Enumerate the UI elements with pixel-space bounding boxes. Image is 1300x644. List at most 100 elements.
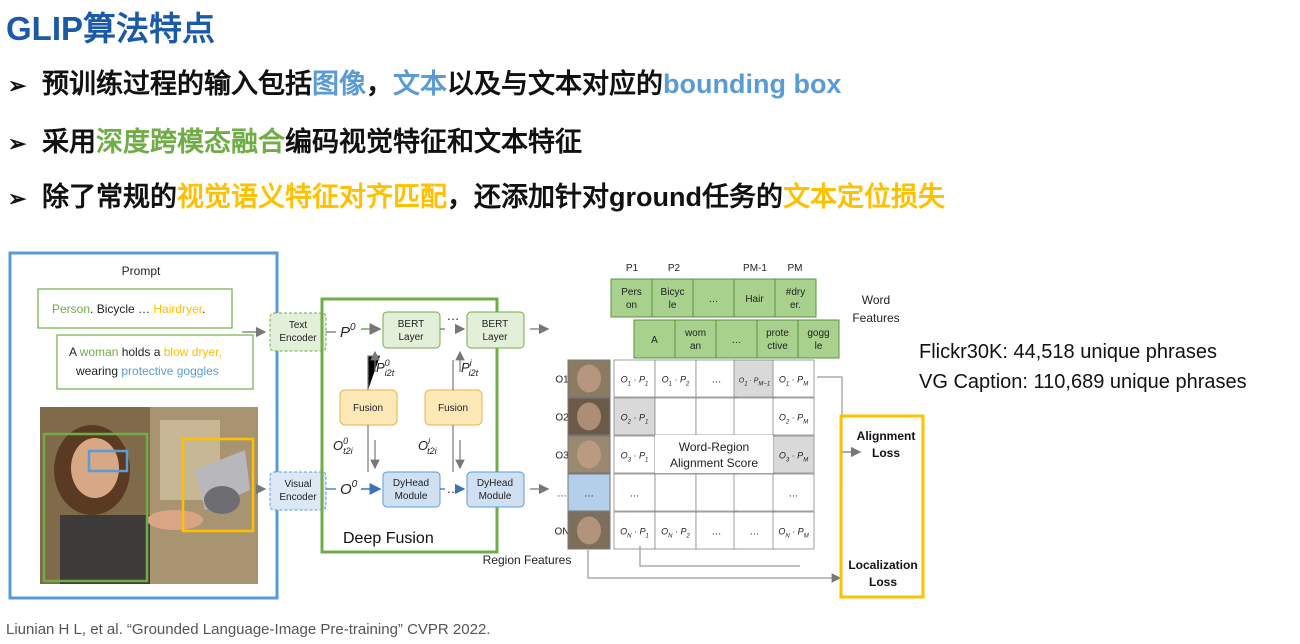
prompt-text-2b: wearing protective goggles bbox=[75, 364, 219, 378]
word-cell-row1-text-2: … bbox=[709, 294, 719, 305]
grid-text-0-3: O1 · PM−1 bbox=[739, 378, 771, 388]
deep-fusion-label: Deep Fusion bbox=[343, 530, 434, 547]
prompt-text-2a: A woman holds a blow dryer, bbox=[69, 345, 222, 359]
grid-cell-0-1 bbox=[654, 359, 697, 398]
svg-text:Module: Module bbox=[479, 491, 512, 502]
region-ellipsis-text: … bbox=[584, 489, 594, 500]
word-cell-row2-4 bbox=[797, 319, 840, 359]
grid-text-0-4: O1 · PM bbox=[779, 375, 808, 388]
svg-text:P1: P1 bbox=[626, 263, 639, 274]
grid-text-1-4: O2 · PM bbox=[779, 413, 808, 426]
grid-cell-1-1 bbox=[654, 397, 697, 436]
word-cell-row2-text-2: … bbox=[732, 335, 742, 346]
grid-cell-1-3 bbox=[733, 397, 776, 436]
word-cell-row1-text-0: Pers bbox=[621, 287, 642, 298]
localization-loss-1: Localization bbox=[848, 558, 917, 572]
svg-text:PM: PM bbox=[788, 263, 803, 274]
svg-text:BERT: BERT bbox=[398, 319, 425, 330]
bullet-3: ➢除了常规的视觉语义特征对齐匹配，还添加针对ground任务的文本定位损失 bbox=[8, 182, 945, 212]
word-cell-row2-text-4: gogg bbox=[807, 328, 829, 339]
region-thumb-shape-0 bbox=[577, 364, 601, 393]
grid-text-4-0: ON · P1 bbox=[620, 527, 649, 540]
bert-layer-1 bbox=[382, 311, 441, 349]
region-label-2: O3 bbox=[555, 451, 569, 462]
word-cell-row2-text-1: wom bbox=[684, 328, 706, 339]
goggles-bbox bbox=[87, 449, 129, 473]
localization-loss-2: Loss bbox=[869, 575, 897, 589]
slide-title: GLIP算法特点 bbox=[6, 10, 216, 47]
grid-cell-0-3 bbox=[733, 359, 776, 398]
word-features-label-1: Word bbox=[862, 293, 890, 307]
visual-encoder-label-1: Visual bbox=[284, 479, 311, 490]
visual-encoder-label-2: Encoder bbox=[279, 492, 317, 503]
alignment-loss-1: Alignment bbox=[857, 429, 916, 443]
grid-cell-3-4 bbox=[772, 473, 815, 512]
bullet-2: ➢采用深度跨模态融合编码视觉特征和文本特征 bbox=[8, 127, 582, 157]
word-features-label-2: Features bbox=[852, 311, 899, 325]
grid-text-1-0: O2 · P1 bbox=[621, 413, 649, 426]
grid-cell-0-0 bbox=[613, 359, 656, 398]
ellipsis-top: … bbox=[447, 308, 460, 323]
svg-text:DyHead: DyHead bbox=[393, 478, 429, 489]
ellipsis-bottom: … bbox=[447, 481, 460, 496]
p0-symbol: P0 bbox=[340, 322, 356, 341]
svg-text:BERT: BERT bbox=[482, 319, 509, 330]
alignment-loss-2: Loss bbox=[872, 446, 900, 460]
grid-cell-1-0 bbox=[613, 397, 656, 436]
grid-text-4-4: ON · PM bbox=[778, 527, 808, 540]
word-cell-row1-text-1: Bicyc bbox=[661, 287, 685, 298]
grid-cell-3-1 bbox=[654, 473, 697, 512]
o0-symbol: O0 bbox=[340, 479, 358, 498]
grid-text-2-0: O3 · P1 bbox=[621, 451, 649, 464]
svg-text:Layer: Layer bbox=[398, 332, 424, 343]
word-cell-row1-0 bbox=[610, 278, 653, 318]
region-label-1: O2 bbox=[555, 413, 569, 424]
text-encoder-box bbox=[269, 312, 327, 352]
grid-ellipsis-3-4: … bbox=[789, 489, 799, 500]
region-thumb-shape-1 bbox=[577, 402, 601, 431]
deep-fusion-frame bbox=[320, 297, 499, 554]
prompt-box-1 bbox=[37, 288, 233, 329]
grid-cell-4-2 bbox=[695, 511, 738, 550]
grid-cell-2-4 bbox=[772, 435, 815, 474]
bullet-1: ➢预训练过程的输入包括图像，文本以及与文本对应的bounding box bbox=[8, 69, 842, 99]
grid-cell-0-4 bbox=[772, 359, 815, 398]
word-cell-row1-4 bbox=[774, 278, 817, 318]
side-note-flickr: Flickr30K: 44,518 unique phrases bbox=[919, 341, 1217, 363]
grid-ellipsis-0-2: … bbox=[712, 375, 722, 386]
arrow-bullet-icon: ➢ bbox=[8, 73, 27, 98]
text-encoder-label-1: Text bbox=[289, 320, 308, 331]
bert-layer-2 bbox=[466, 311, 525, 349]
side-note-vg: VG Caption: 110,689 unique phrases bbox=[919, 371, 1247, 393]
region-label-0: O1 bbox=[555, 375, 569, 386]
grid-ellipsis-3-0: … bbox=[630, 489, 640, 500]
grid-cell-3-3 bbox=[733, 473, 776, 512]
text-encoder-label-2: Encoder bbox=[279, 333, 317, 344]
region-features-label: Region Features bbox=[483, 553, 572, 567]
score-label-1: Word-Region bbox=[679, 440, 749, 454]
dyhead-module-2 bbox=[466, 471, 525, 508]
grid-cell-4-4 bbox=[772, 511, 815, 550]
prompt-text-1: Person. Bicycle … Hairdryer. bbox=[52, 302, 205, 316]
grid-text-4-1: ON · P2 bbox=[661, 527, 690, 540]
grid-cell-3-2 bbox=[695, 473, 738, 512]
score-label-bg bbox=[655, 435, 773, 473]
grid-cell-1-4 bbox=[772, 397, 815, 436]
prompt-box-2 bbox=[56, 334, 254, 390]
woman-bbox bbox=[42, 432, 149, 583]
svg-text:Fusion: Fusion bbox=[438, 403, 468, 414]
word-cell-row2-text-3: prote bbox=[766, 328, 789, 339]
score-label-2: Alignment Score bbox=[670, 456, 758, 470]
citation: Liunian H L, et al. “Grounded Language-I… bbox=[6, 621, 491, 638]
prompt-label: Prompt bbox=[122, 264, 161, 278]
svg-text:Fusion: Fusion bbox=[353, 403, 383, 414]
grid-cell-0-2 bbox=[695, 359, 738, 398]
word-cell-row1-text2-1: le bbox=[669, 300, 677, 311]
blow-dryer-bbox bbox=[181, 437, 255, 533]
word-cell-row2-2 bbox=[715, 319, 758, 359]
